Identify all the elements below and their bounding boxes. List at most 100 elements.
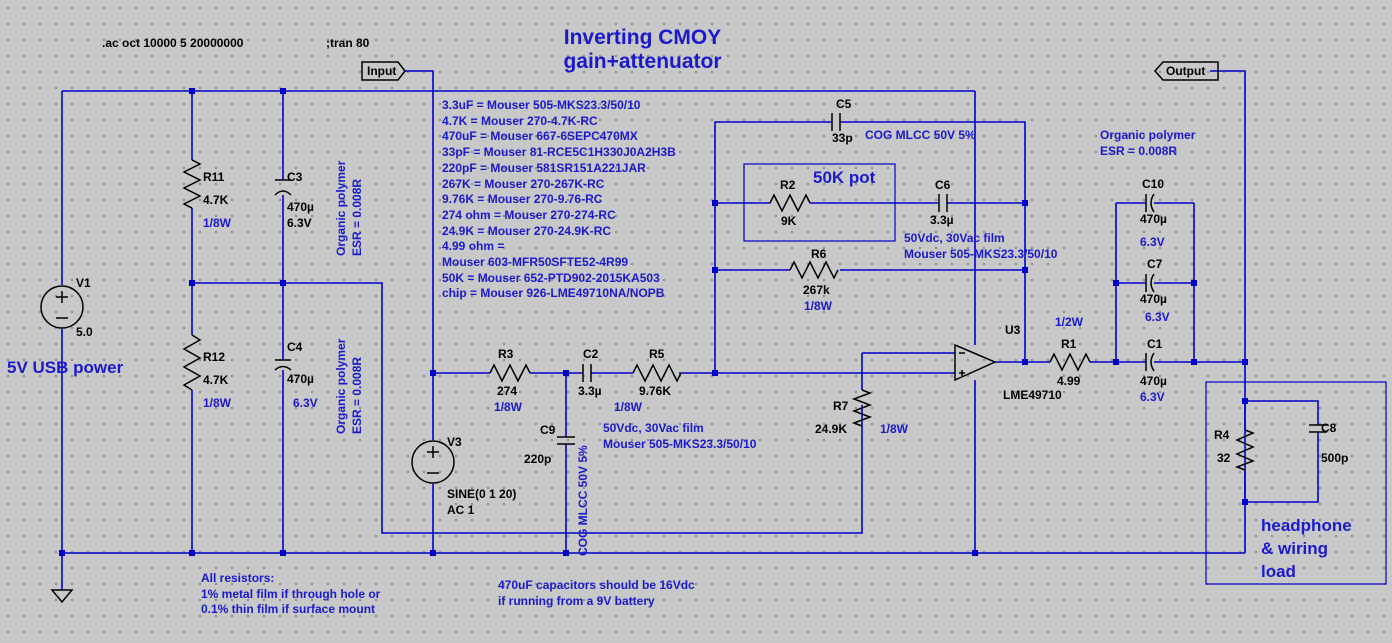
bom-item: 24.9K = Mouser 270-24.9K-RC xyxy=(442,223,612,238)
c6-note-1: 50Vdc, 30Vac film xyxy=(904,231,1005,245)
title-line-2: gain+attenuator xyxy=(563,50,722,73)
r12-ref: R12 xyxy=(203,350,226,364)
v3-value: SINE(0 1 20) xyxy=(447,487,517,501)
bom-item: chip = Mouser 926-LME49710NA/NOPB xyxy=(442,286,665,301)
v1-ref: V1 xyxy=(76,276,91,290)
ac-directive: .ac oct 10000 5 20000000 xyxy=(102,36,244,50)
input-port-label: Input xyxy=(367,64,397,78)
c3-ref: C3 xyxy=(287,170,303,184)
bom-item: 3.3uF = Mouser 505-MKS23.3/50/10 xyxy=(442,98,641,112)
r4-value: 32 xyxy=(1217,451,1231,465)
load-label-2: & wiring xyxy=(1261,539,1329,558)
output-cap-note-1: Organic polymer xyxy=(1100,128,1196,142)
r6-ref: R6 xyxy=(811,247,827,261)
r11-value: 4.7K xyxy=(203,193,229,207)
c6-note: 50Vdc, 30Vac film Mouser 505-MKS23.3/50/… xyxy=(904,231,1057,262)
c8-ref: C8 xyxy=(1321,421,1337,435)
c1-ref: C1 xyxy=(1147,337,1163,351)
r11-power: 1/8W xyxy=(203,216,232,230)
r6-value: 267k xyxy=(803,283,830,297)
c6-note-2: Mouser 505-MKS23.3/50/10 xyxy=(904,246,1058,261)
r1-power: 1/2W xyxy=(1055,315,1084,329)
usb-power-label: 5V USB power xyxy=(7,358,124,377)
u3-part: LME49710 xyxy=(1003,388,1062,402)
capacitor-note-1: 470uF capacitors should be 16Vdc xyxy=(498,578,695,592)
c1-voltage: 6.3V xyxy=(1140,390,1165,404)
c9-ref: C9 xyxy=(540,423,556,437)
resistor-note-2: 1% metal film if through hole or xyxy=(201,586,381,601)
r7-ref: R7 xyxy=(833,399,849,413)
r5-ref: R5 xyxy=(649,347,665,361)
c2-ref: C2 xyxy=(583,347,599,361)
r3-value: 274 xyxy=(497,384,518,398)
resistor-note-3: 0.1% thin film if surface mount xyxy=(201,602,376,616)
c2-value: 3.3µ xyxy=(578,384,602,398)
title-line-1: Inverting CMOY xyxy=(563,26,722,49)
bom-list: 3.3uF = Mouser 505-MKS23.3/50/10 4.7K = … xyxy=(442,98,676,302)
capacitor-note-2: if running from a 9V battery xyxy=(498,593,655,608)
output-cap-note: Organic polymer ESR = 0.008R xyxy=(1100,128,1195,159)
pot-label: 50K pot xyxy=(813,168,876,187)
c10-value: 470µ xyxy=(1140,212,1167,226)
bom-item: Mouser 603-MFR50SFTE52-4R99 xyxy=(442,255,629,270)
c10-voltage: 6.3V xyxy=(1140,235,1165,249)
v3-ac: AC 1 xyxy=(447,503,475,517)
output-port-label: Output xyxy=(1166,64,1206,78)
c3-note-2: ESR = 0.008R xyxy=(350,178,364,256)
r12-power: 1/8W xyxy=(203,396,232,410)
c3-note-1: Organic polymer xyxy=(334,160,348,256)
c8-value: 500p xyxy=(1321,451,1349,465)
c4-ref: C4 xyxy=(287,340,303,354)
resistor-note: All resistors: 1% metal film if through … xyxy=(201,571,380,618)
c4-voltage: 6.3V xyxy=(293,396,318,410)
capacitor-note: 470uF capacitors should be 16Vdc if runn… xyxy=(498,578,695,609)
c7-value: 470µ xyxy=(1140,292,1167,306)
c4-value: 470µ xyxy=(287,372,314,386)
r3-power: 1/8W xyxy=(494,400,523,414)
c3-value: 470µ xyxy=(287,200,314,214)
r1-value: 4.99 xyxy=(1057,374,1081,388)
c9-note: COG MLCC 50V 5% xyxy=(576,445,590,556)
resistor-note-1: All resistors: xyxy=(201,571,275,585)
c10-ref: C10 xyxy=(1142,177,1165,191)
r11-ref: R11 xyxy=(203,170,225,184)
r12-value: 4.7K xyxy=(203,373,229,387)
r7-power: 1/8W xyxy=(880,422,909,436)
c9-value: 220p xyxy=(524,452,552,466)
c7-ref: C7 xyxy=(1147,257,1163,271)
annotation-boxes xyxy=(743,163,1387,585)
r7-value: 24.9K xyxy=(815,422,848,436)
load-label-3: load xyxy=(1261,562,1296,581)
u3-ref: U3 xyxy=(1005,323,1021,337)
bom-item: 470uF = Mouser 667-6SEPC470MX xyxy=(442,129,638,144)
c2-note-1: 50Vdc, 30Vac film xyxy=(603,421,704,435)
v3-ref: V3 xyxy=(447,435,462,449)
c5-note: COG MLCC 50V 5% xyxy=(865,128,976,142)
r6-power: 1/8W xyxy=(804,299,833,313)
c4-note-1: Organic polymer xyxy=(334,338,348,434)
c3-voltage: 6.3V xyxy=(287,216,312,230)
c5-ref: C5 xyxy=(836,97,852,111)
c6-ref: C6 xyxy=(935,178,951,192)
c6-value: 3.3µ xyxy=(930,213,954,227)
r5-value: 9.76K xyxy=(639,384,672,398)
load-label: headphone & wiring load xyxy=(1261,514,1352,583)
output-cap-note-2: ESR = 0.008R xyxy=(1100,143,1178,158)
load-label-1: headphone xyxy=(1261,516,1352,535)
v1-value: 5.0 xyxy=(76,325,93,339)
bom-item: 50K = Mouser 652-PTD902-2015KA503 xyxy=(442,270,660,285)
c7-voltage: 6.3V xyxy=(1145,310,1170,324)
symbols xyxy=(40,61,1327,604)
r3-ref: R3 xyxy=(498,347,514,361)
junctions xyxy=(59,88,1248,556)
tran-directive: ;tran 80 xyxy=(326,36,370,50)
r4-ref: R4 xyxy=(1214,428,1230,442)
r2-ref: R2 xyxy=(780,178,796,192)
c5-value: 33p xyxy=(832,131,853,145)
bom-item: 33pF = Mouser 81-RCE5C1H330J0A2H3B xyxy=(442,145,676,160)
r2-value: 9K xyxy=(781,214,797,228)
r5-power: 1/8W xyxy=(614,400,643,414)
bom-item: 220pF = Mouser 581SR151A221JAR xyxy=(442,160,646,175)
c1-value: 470µ xyxy=(1140,374,1167,388)
